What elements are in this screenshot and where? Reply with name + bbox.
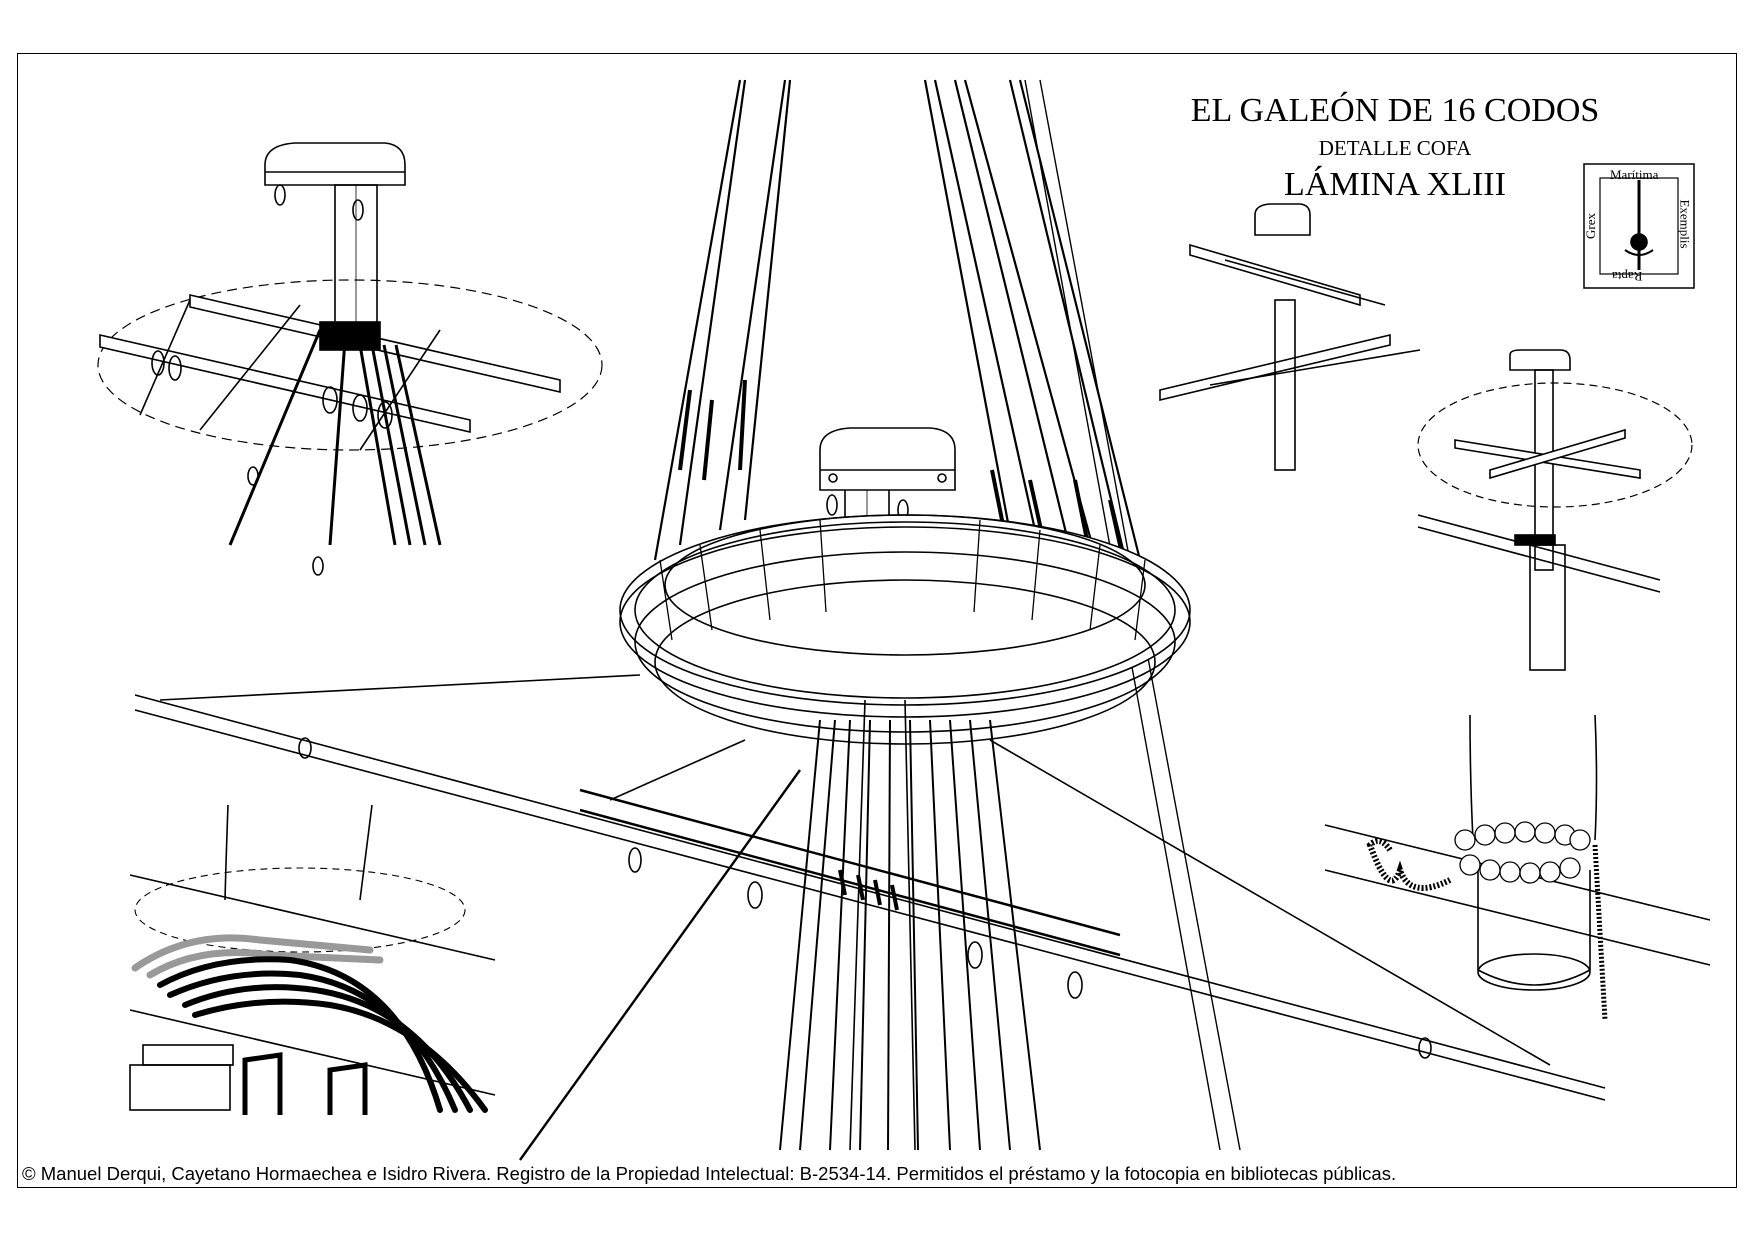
detail-top-ring-small — [1417, 349, 1693, 671]
drawing-subtitle: DETALLE COFA — [1318, 136, 1472, 160]
detail-bottom-left — [129, 804, 496, 1115]
printer-mark-emblem — [1583, 163, 1695, 289]
detail-bottom-right — [1324, 714, 1711, 1021]
emblem-right-text: Exemplis — [1677, 199, 1693, 249]
plate-number: LÁMINA XLIII — [1284, 166, 1506, 203]
emblem-labels: Marítima Exemplis Rapta Grex — [1583, 164, 1694, 288]
drawing-frame — [17, 53, 1737, 1188]
main-top-drawing — [134, 79, 1606, 1161]
detail-crosstrees-exploded — [1159, 203, 1421, 471]
drawing-title: EL GALEÓN DE 16 CODOS — [1190, 92, 1600, 129]
copyright-footer: © Manuel Derqui, Cayetano Hormaechea e I… — [22, 1163, 1397, 1184]
emblem-bottom-text: Rapta — [1612, 269, 1643, 284]
emblem-top-text: Marítima — [1610, 167, 1659, 182]
emblem-left-text: Grex — [1583, 213, 1598, 239]
detail-top-left — [97, 142, 603, 576]
